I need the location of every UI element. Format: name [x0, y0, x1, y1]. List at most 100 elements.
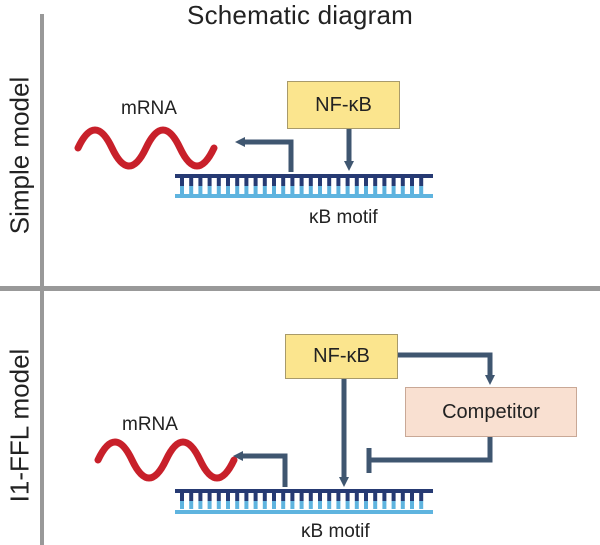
- base-pair-tick: [391, 178, 396, 186]
- nfkb-label-simple: NF-κB: [315, 93, 372, 116]
- base-pair-tick: [189, 186, 194, 194]
- base-pair-tick: [290, 178, 295, 186]
- base-pair-tick: [400, 501, 405, 509]
- base-pair-tick: [318, 501, 322, 509]
- base-pair-tick: [345, 178, 350, 186]
- base-pair-tick: [419, 178, 424, 186]
- base-pair-tick: [198, 186, 203, 194]
- base-pair-tick: [410, 178, 414, 186]
- base-pair-tick: [382, 186, 387, 194]
- base-pair-tick: [207, 186, 212, 194]
- base-pair-tick: [345, 186, 350, 194]
- motif-label-simple: κB motif: [309, 207, 378, 228]
- base-pair-tick: [281, 501, 286, 509]
- base-pair-tick: [308, 501, 313, 509]
- base-pair-tick: [290, 501, 295, 509]
- base-pair-tick: [308, 178, 313, 186]
- base-pair-tick: [262, 493, 267, 501]
- base-pair-tick: [373, 501, 378, 509]
- base-pair-tick: [391, 501, 396, 509]
- base-pair-tick: [281, 186, 286, 194]
- base-pair-tick: [299, 493, 304, 501]
- base-pair-tick: [410, 493, 414, 501]
- base-pair-tick: [299, 178, 304, 186]
- base-pair-tick: [226, 493, 230, 501]
- base-pair-tick: [198, 493, 203, 501]
- base-pair-tick: [327, 493, 332, 501]
- base-pair-tick: [262, 178, 267, 186]
- base-pair-tick: [373, 186, 378, 194]
- base-pair-tick: [216, 501, 221, 509]
- base-pair-tick: [253, 493, 258, 501]
- base-pair-tick: [364, 186, 368, 194]
- base-pair-tick: [364, 493, 368, 501]
- base-pair-tick: [308, 186, 313, 194]
- base-pair-tick: [281, 178, 286, 186]
- base-pair-tick: [216, 178, 221, 186]
- base-pair-tick: [226, 178, 230, 186]
- base-pair-tick: [336, 186, 341, 194]
- base-pair-tick: [336, 178, 341, 186]
- base-pair-tick: [253, 178, 258, 186]
- base-pair-tick: [290, 493, 295, 501]
- base-pair-tick: [354, 501, 359, 509]
- base-pair-tick: [308, 493, 313, 501]
- base-pair-tick: [318, 493, 322, 501]
- base-pair-tick: [180, 178, 184, 186]
- base-pair-tick: [216, 493, 221, 501]
- base-pair-tick: [216, 186, 221, 194]
- base-pair-tick: [299, 186, 304, 194]
- base-pair-tick: [373, 178, 378, 186]
- base-pair-tick: [226, 186, 230, 194]
- transcription-arrow-iffl: [233, 451, 288, 487]
- motif-label-iffl: κB motif: [301, 521, 370, 542]
- base-pair-tick: [207, 493, 212, 501]
- base-pair-tick: [226, 501, 230, 509]
- base-pair-tick: [207, 178, 212, 186]
- base-pair-tick: [281, 493, 286, 501]
- base-pair-tick: [391, 493, 396, 501]
- base-pair-tick: [180, 501, 184, 509]
- base-pair-tick: [272, 178, 276, 186]
- base-pair-tick: [272, 186, 276, 194]
- base-pair-tick: [318, 186, 322, 194]
- base-pair-tick: [327, 186, 332, 194]
- base-pair-tick: [189, 493, 194, 501]
- base-pair-tick: [180, 493, 184, 501]
- base-pair-tick: [345, 493, 350, 501]
- base-pair-tick: [327, 501, 332, 509]
- competitor-label: Competitor: [442, 400, 540, 423]
- base-pair-tick: [272, 493, 276, 501]
- base-pair-tick: [336, 501, 341, 509]
- base-pair-tick: [244, 493, 249, 501]
- base-pair-tick: [364, 178, 368, 186]
- diagram-title: Schematic diagram: [187, 0, 413, 30]
- base-pair-tick: [373, 493, 378, 501]
- base-pair-tick: [253, 501, 258, 509]
- competitor-box: Competitor: [405, 387, 577, 437]
- mrna-label-iffl: mRNA: [122, 414, 178, 435]
- vertical-divider-bottom: [40, 291, 44, 545]
- base-pair-tick: [272, 501, 276, 509]
- dna-strand-iffl: [175, 489, 433, 514]
- base-pair-tick: [382, 493, 387, 501]
- base-pair-tick: [262, 186, 267, 194]
- transcription-arrow-simple: [235, 137, 294, 172]
- base-pair-tick: [354, 186, 359, 194]
- mrna-label-simple: mRNA: [121, 98, 177, 119]
- base-pair-tick: [400, 178, 405, 186]
- mrna-wave-iffl: [94, 438, 238, 482]
- base-pair-tick: [244, 178, 249, 186]
- nfkb-to-competitor-arrow: [398, 352, 495, 385]
- base-pair-tick: [400, 186, 405, 194]
- base-pair-tick: [244, 501, 249, 509]
- base-pair-tick: [235, 501, 240, 509]
- base-pair-tick: [235, 493, 240, 501]
- nfkb-box-iffl: NF-κB: [285, 334, 398, 379]
- base-pair-tick: [198, 178, 203, 186]
- base-pair-tick: [391, 186, 396, 194]
- base-pair-tick: [345, 501, 350, 509]
- base-pair-tick: [419, 186, 424, 194]
- base-pair-tick: [180, 186, 184, 194]
- dna-strand-simple: [175, 174, 433, 198]
